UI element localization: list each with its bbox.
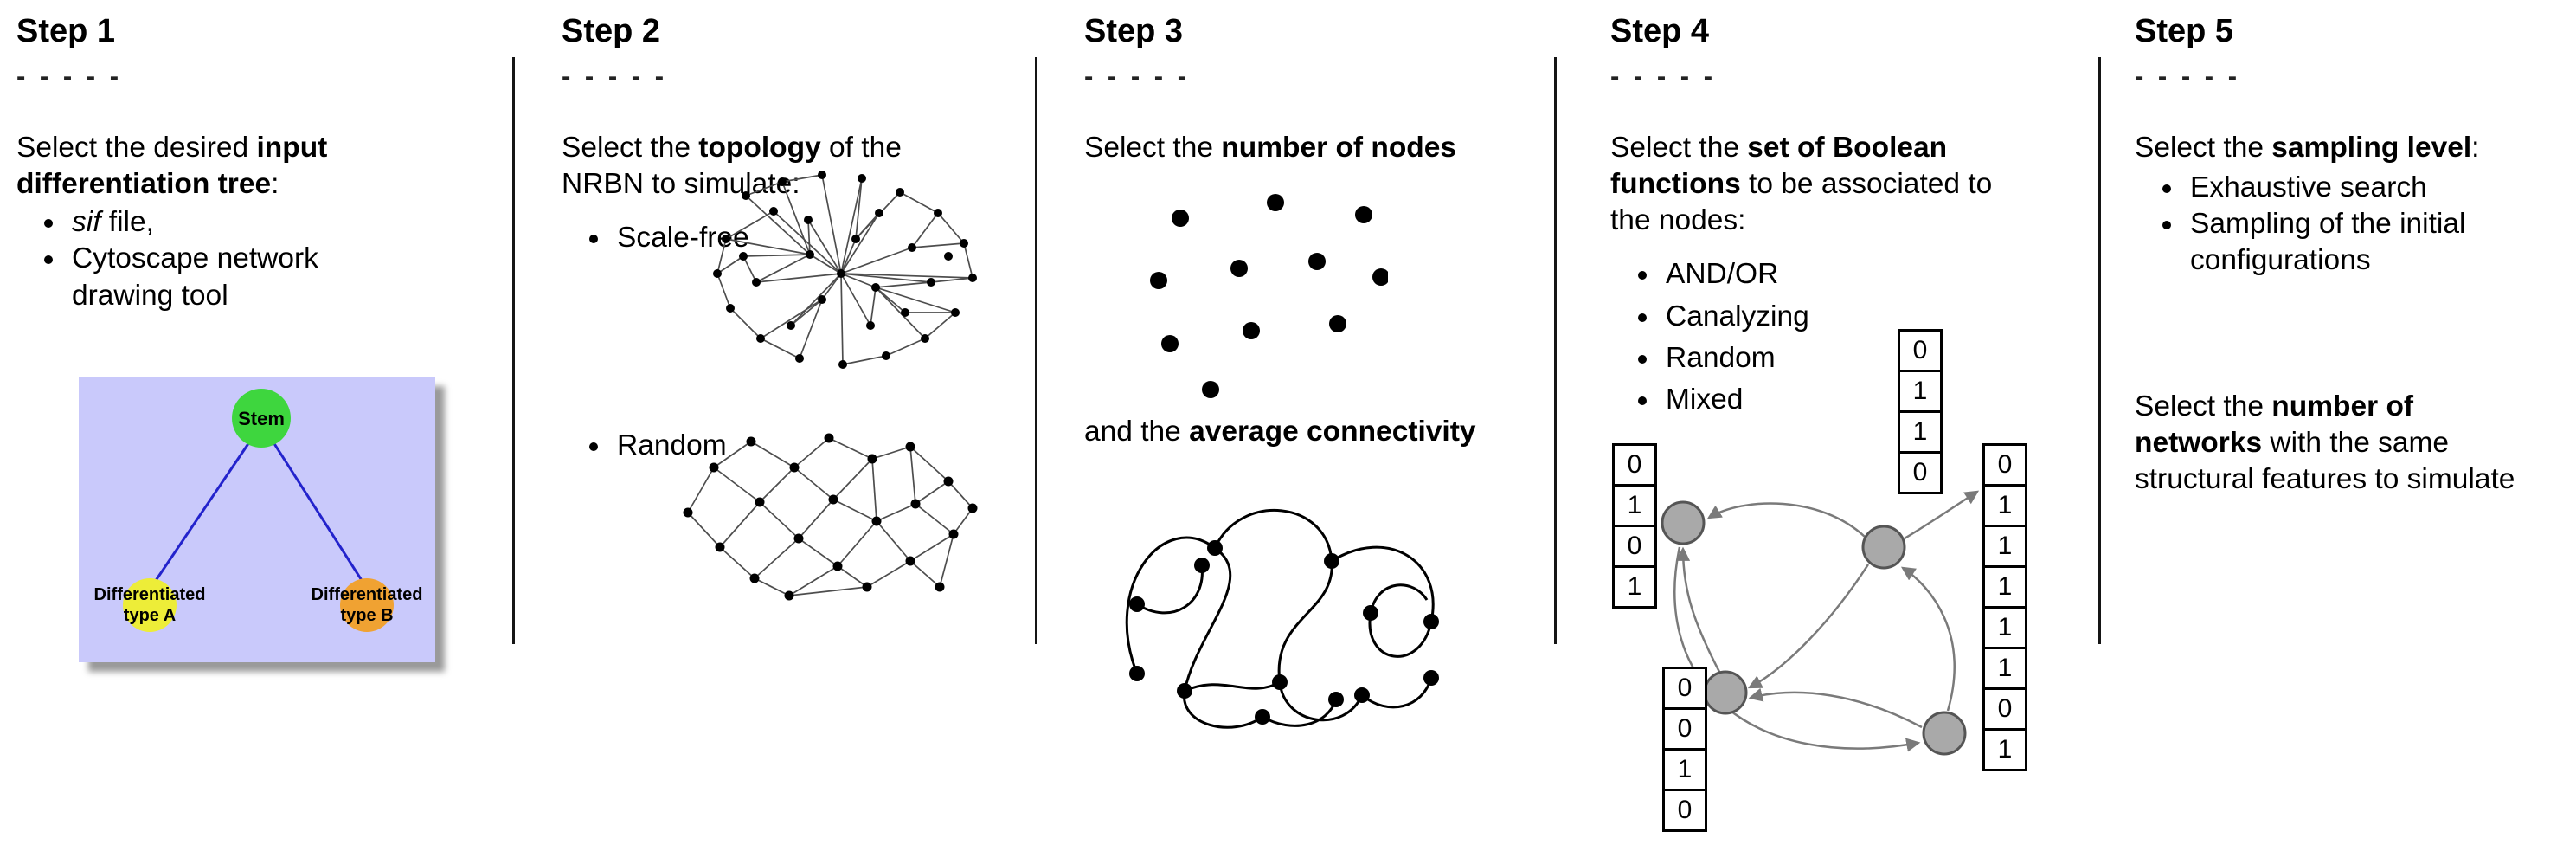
step1-bullet-cytoscape: Cytoscape network drawing tool	[67, 241, 421, 313]
step4-column: Step 4 - - - - - Select the set of Boole…	[1557, 0, 2098, 851]
step3-title: Step 3	[1084, 13, 1184, 49]
step1-bullet-sif: sif file,	[67, 204, 421, 241]
truth-table-cell: 1	[1982, 728, 2027, 771]
step3-dashes: - - - - -	[1084, 60, 1191, 91]
boolean-node-2	[1861, 525, 1906, 570]
step3-line1: Select the number of nodes	[1084, 131, 1457, 164]
truth-table-cell: 0	[1982, 687, 2027, 731]
step5-column: Step 5 - - - - - Select the sampling lev…	[2101, 0, 2576, 851]
step5-bullet-sampling: Sampling of the initial configurations	[2185, 206, 2557, 279]
differentiation-tree-svg: Stem Differentiated type A Differentiate…	[79, 376, 435, 662]
step4-bullet-list: AND/OR Canalyzing Random Mixed	[1610, 256, 2098, 418]
tree-edge-to-type-b	[272, 442, 366, 585]
step2-column: Step 2 - - - - - Select the topology of …	[515, 0, 1035, 851]
step4-dashes: - - - - -	[1610, 60, 1717, 91]
boolean-network-figure: 0 1 1 0 0 1 0 1 0 1 1 1 1 1 0 1	[1609, 322, 2098, 851]
truth-table-cell: 1	[1898, 410, 1943, 454]
type-a-label-line1: Differentiated	[94, 585, 206, 604]
boolean-node-4	[1922, 711, 1967, 756]
truth-table-bottom: 0 0 1 0	[1662, 667, 1707, 832]
step1-intro: Select the desired input differentiation…	[16, 131, 328, 200]
truth-table-cell: 0	[1662, 667, 1707, 710]
boolean-node-3	[1703, 670, 1748, 715]
divider-1	[512, 57, 515, 644]
boolean-node-1	[1661, 500, 1706, 545]
step5-dashes: - - - - -	[2135, 60, 2241, 91]
divider-2	[1035, 57, 1037, 644]
divider-4	[2098, 57, 2101, 644]
truth-table-cell: 0	[1612, 443, 1657, 487]
truth-table-right: 0 1 1 1 1 1 0 1	[1982, 443, 2027, 771]
truth-table-cell: 0	[1898, 451, 1943, 494]
truth-table-top: 0 1 1 0	[1898, 329, 1943, 494]
type-b-label-line1: Differentiated	[312, 585, 423, 604]
step2-dashes: - - - - -	[562, 60, 668, 91]
step4-title: Step 4	[1610, 13, 1710, 49]
truth-table-cell: 0	[1898, 329, 1943, 372]
step2-title: Step 2	[562, 13, 661, 49]
differentiation-tree-image: Stem Differentiated type A Differentiate…	[79, 376, 435, 662]
type-b-label-line2: type B	[340, 606, 393, 625]
step1-column: Step 1 - - - - - Select the desired inpu…	[0, 0, 512, 851]
stem-node-label: Stem	[238, 408, 285, 429]
step4-bullet-random: Random	[1661, 340, 2098, 377]
step5-bullet-list: Exhaustive search Sampling of the initia…	[2135, 170, 2557, 280]
step5-networks-paragraph: Select the number of networks with the s…	[2135, 390, 2515, 496]
step1-title: Step 1	[16, 13, 116, 49]
step1-dashes: - - - - -	[16, 60, 123, 91]
truth-table-cell: 1	[1982, 565, 2027, 609]
truth-table-cell: 0	[1662, 707, 1707, 751]
step2-bullet-random: Random	[612, 428, 1035, 464]
truth-table-cell: 1	[1662, 748, 1707, 791]
truth-table-cell: 0	[1982, 443, 2027, 487]
tree-edge-to-type-a	[151, 441, 251, 585]
step4-intro: Select the set of Boolean functions to b…	[1610, 131, 1993, 237]
truth-table-cell: 1	[1982, 606, 2027, 649]
step1-bullet-list: sif file, Cytoscape network drawing tool	[16, 204, 421, 314]
step4-bullet-andor: AND/OR	[1661, 256, 2098, 293]
step3-column: Step 3 - - - - - Select the number of no…	[1037, 0, 1554, 851]
type-a-label-line2: type A	[124, 606, 176, 625]
step2-intro: Select the topology of the NRBN to simul…	[562, 131, 902, 200]
step5-intro: Select the sampling level:	[2135, 131, 2480, 164]
differentiated-type-b-node	[340, 577, 394, 632]
step4-bullet-mixed: Mixed	[1661, 382, 2098, 418]
step5-bullet-exhaustive: Exhaustive search	[2185, 170, 2557, 206]
step2-bullet-list-random: Random	[562, 428, 1035, 464]
truth-table-cell: 1	[1612, 484, 1657, 527]
truth-table-cell: 0	[1612, 525, 1657, 568]
step3-line2: and the average connectivity	[1084, 416, 1476, 448]
truth-table-cell: 0	[1662, 789, 1707, 832]
boolean-network-arrows	[1673, 490, 1980, 752]
connectivity-tangle-illustration	[1125, 508, 1439, 729]
nodes-dots-illustration	[1150, 194, 1388, 398]
truth-table-left: 0 1 0 1	[1612, 443, 1657, 609]
boolean-network-svg	[1661, 490, 1980, 756]
truth-table-cell: 1	[1982, 647, 2027, 690]
stem-node	[232, 388, 291, 448]
divider-3	[1554, 57, 1557, 644]
truth-table-cell: 1	[1982, 484, 2027, 527]
truth-table-cell: 1	[1898, 370, 1943, 413]
differentiated-type-a-node	[123, 577, 177, 632]
scale-free-network-illustration	[713, 171, 977, 369]
truth-table-cell: 1	[1612, 565, 1657, 609]
step4-bullet-canalyzing: Canalyzing	[1661, 299, 2098, 335]
step5-title: Step 5	[2135, 13, 2234, 49]
random-network-illustration	[683, 433, 978, 601]
truth-table-cell: 1	[1982, 525, 2027, 568]
